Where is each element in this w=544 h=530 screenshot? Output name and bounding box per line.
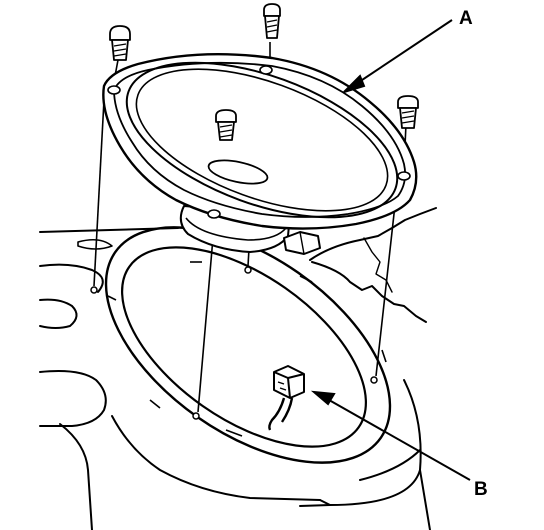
screw-holes	[90, 266, 378, 420]
screw-hole	[192, 412, 200, 420]
arrowhead-a	[343, 74, 366, 93]
arrowhead-b	[310, 390, 336, 406]
screw	[215, 109, 237, 141]
screw-hole	[90, 286, 98, 294]
screw	[109, 25, 131, 61]
callout-label-a: A	[459, 8, 473, 29]
screw	[263, 3, 281, 39]
screw	[397, 95, 419, 129]
leader-b	[321, 395, 471, 481]
screw-hole	[244, 266, 252, 274]
leader-a	[349, 19, 453, 89]
callout-leaders	[310, 19, 471, 481]
screw-icon	[109, 3, 419, 141]
screw-hole	[370, 376, 378, 384]
speaker-icon	[102, 52, 418, 255]
callout-label-b: B	[474, 479, 488, 500]
connector-icon	[268, 365, 305, 431]
